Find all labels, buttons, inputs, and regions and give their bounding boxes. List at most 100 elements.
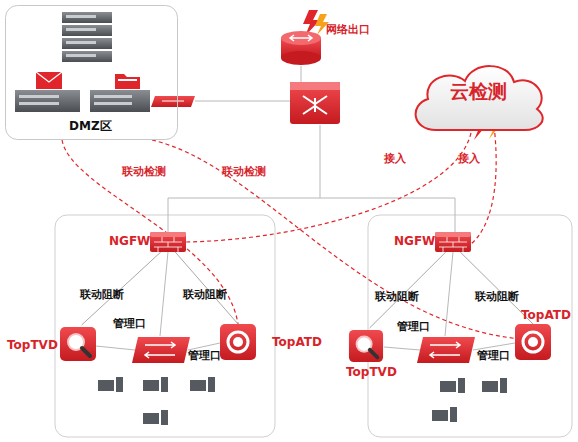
file-server-part: [94, 102, 132, 105]
dmz-switch-part: [162, 101, 184, 102]
edge-label: 联动阻断: [475, 291, 519, 303]
router-bottom: [281, 51, 321, 65]
zone-frames-part: [368, 215, 572, 437]
atd-icon: [515, 324, 551, 360]
cloud-service: 云检测: [408, 58, 548, 133]
atd-ring: [523, 332, 543, 352]
server-rack: [62, 12, 112, 62]
core-switch-part: [303, 96, 327, 114]
network-wires-part: [96, 346, 135, 350]
network-wires-part: [160, 252, 168, 336]
atd-device: TopATD: [515, 324, 551, 360]
computers-part: [98, 380, 114, 391]
mail-server: [15, 72, 80, 112]
core-switch: [290, 82, 340, 124]
dashed-link: [152, 140, 515, 338]
edge-label: 联动阻断: [80, 289, 124, 301]
firewall-body: [150, 232, 186, 252]
firewall-top: [150, 232, 186, 237]
server-rack-part: [66, 41, 96, 44]
atd-body: [515, 324, 551, 360]
zone-frames-part: [55, 215, 275, 437]
network-wires-part: [301, 66, 302, 82]
server-rack-part: [66, 15, 96, 18]
network-wires-part: [195, 101, 290, 102]
port-label: 管理口: [397, 321, 430, 333]
computers: [98, 377, 507, 425]
atd-core: [528, 337, 538, 347]
computers-part: [143, 413, 159, 424]
node-label: TopTVD: [346, 366, 397, 379]
network-wires-part: [320, 125, 321, 198]
router-top: [281, 31, 321, 45]
edge-label: 接入: [384, 153, 406, 165]
mail-server-part: [36, 72, 62, 89]
firewall-icon: [435, 232, 471, 252]
network-wires-part: [188, 343, 220, 350]
computers-part: [440, 381, 456, 392]
zone-frames: [55, 215, 572, 437]
mail-server-part: [36, 72, 62, 82]
dmz-switch: [151, 96, 195, 107]
tvd-icon: [60, 325, 96, 363]
router-arrows: [290, 35, 312, 41]
network-wires-part: [168, 198, 169, 232]
computers-part: [190, 380, 206, 391]
core-switch-part: [290, 82, 340, 90]
node-label: NGFW: [109, 235, 150, 248]
file-server-part: [90, 90, 150, 112]
firewall-bricks: [439, 237, 467, 252]
atd-body: [220, 324, 256, 360]
computers-part: [208, 377, 215, 392]
mail-server-part: [15, 90, 80, 112]
tvd-device: TopTVD: [348, 328, 384, 364]
router: 网络出口: [280, 30, 322, 66]
mail-server-part: [19, 95, 59, 98]
server-rack-part: [62, 25, 112, 36]
node-label: TopATD: [272, 336, 322, 349]
computers-part: [161, 377, 168, 392]
access-switch-part: [417, 337, 475, 363]
zone-border: [6, 6, 178, 140]
firewall-body: [435, 232, 471, 252]
node-label: DMZ区: [69, 120, 112, 133]
atd-ring: [228, 332, 248, 352]
port-label: 管理口: [477, 350, 510, 362]
tvd-device: TopTVD: [60, 325, 96, 363]
computers-part: [161, 410, 168, 425]
dmz-zone: DMZ区: [5, 5, 178, 140]
edge-label: 联动检测: [122, 166, 166, 178]
firewall-bricks: [154, 237, 182, 252]
atd-device: TopATD: [220, 324, 256, 360]
edge-label: 联动检测: [222, 166, 266, 178]
access-switch-part: [132, 337, 190, 363]
dmz-switch-part: [151, 96, 195, 107]
firewall-top: [435, 232, 471, 237]
file-server: [90, 74, 150, 112]
node-label: TopTVD: [7, 339, 58, 352]
server-rack-part: [62, 38, 112, 49]
computers-part: [500, 378, 507, 393]
edge-label: 联动阻断: [183, 289, 227, 301]
dashed-link: [186, 133, 471, 242]
network-wires-part: [168, 198, 455, 199]
block-link: [175, 252, 238, 324]
mail-server-part: [19, 102, 59, 105]
server-rack-part: [66, 28, 96, 31]
firewall-icon: [150, 232, 186, 252]
computers-part: [450, 407, 457, 422]
computers-part: [116, 377, 123, 392]
tvd-handle: [370, 350, 378, 358]
port-label: 管理口: [113, 318, 146, 330]
access-switch-part: [430, 342, 460, 358]
network-wires-part: [384, 347, 420, 350]
computers-part: [458, 378, 465, 393]
access-switch: [132, 337, 475, 363]
network-wires-part: [473, 343, 515, 350]
node-label: TopATD: [521, 309, 571, 322]
file-server-part: [115, 74, 140, 89]
node-label: 网络出口: [326, 24, 370, 36]
node-label: 云检测: [408, 81, 548, 102]
atd-icon: [220, 324, 256, 360]
